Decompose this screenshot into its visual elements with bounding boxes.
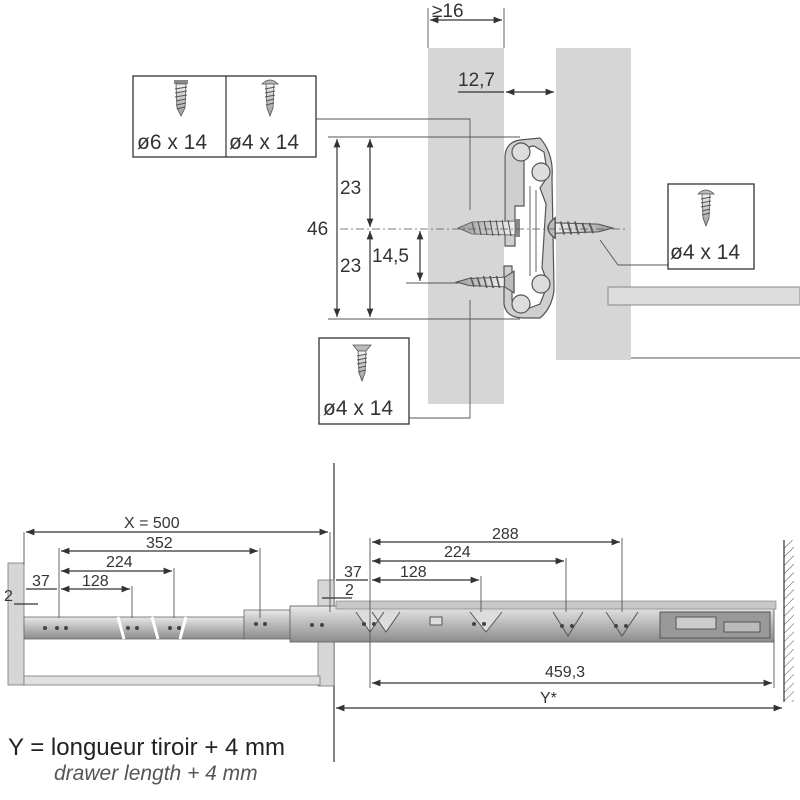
screw-spec-box-left: ø6 x 14 ø4 x 14 [132, 75, 317, 158]
drawer-bottom-panel [607, 286, 800, 306]
dim-right-2: 2 [345, 582, 354, 599]
dim-x-500: X = 500 [124, 515, 180, 532]
cabinet-back-wall [784, 540, 794, 702]
screw-spec-box-right: ø4 x 14 [667, 183, 755, 270]
slide-rail-profile [503, 137, 555, 319]
footer-line-french: Y = longueur tiroir + 4 mm [8, 734, 286, 761]
drawer-bottom-line [23, 675, 321, 686]
drawer-side-panel [556, 48, 631, 360]
drawer-front-panel [7, 562, 25, 686]
dim-left-2: 2 [4, 588, 13, 605]
dim-left-37: 37 [32, 573, 50, 590]
screw-label-bottom: ø4 x 14 [323, 397, 393, 420]
rail-slot-details [355, 611, 771, 639]
dim-right-224: 224 [444, 544, 471, 561]
screw-label-right: ø4 x 14 [670, 241, 740, 264]
dim-screw-spacing: 14,5 [372, 246, 409, 267]
dim-lower-half: 23 [340, 256, 361, 277]
dim-right-128: 128 [400, 564, 427, 581]
dim-right-y: Y* [540, 690, 557, 707]
footer-note: Y = longueur tiroir + 4 mm drawer length… [8, 734, 285, 786]
screw-label-large: ø6 x 14 [137, 131, 207, 154]
drawer-member-rail-end [243, 609, 291, 640]
screw-spec-box-bottom: ø4 x 14 [318, 337, 410, 425]
cross-section-view: ≥16 12,7 46 [132, 1, 800, 425]
dim-right-37: 37 [344, 564, 362, 581]
dim-left-128: 128 [82, 573, 109, 590]
screw-label-small: ø4 x 14 [229, 131, 299, 154]
dim-right-459: 459,3 [545, 664, 585, 681]
dim-left-352: 352 [146, 535, 173, 552]
dim-upper-half: 23 [340, 178, 361, 199]
screw-large-horizontal [456, 219, 520, 237]
dim-rail-offset: 12,7 [458, 70, 495, 91]
dim-left-224: 224 [106, 554, 133, 571]
dim-right-288: 288 [492, 526, 519, 543]
footer-line-english: drawer length + 4 mm [54, 762, 258, 785]
dim-side-thickness: ≥16 [432, 1, 464, 22]
side-view: X = 500 352 224 128 37 2 288 224 128 37 … [4, 463, 794, 762]
dim-total-height: 46 [307, 219, 328, 240]
